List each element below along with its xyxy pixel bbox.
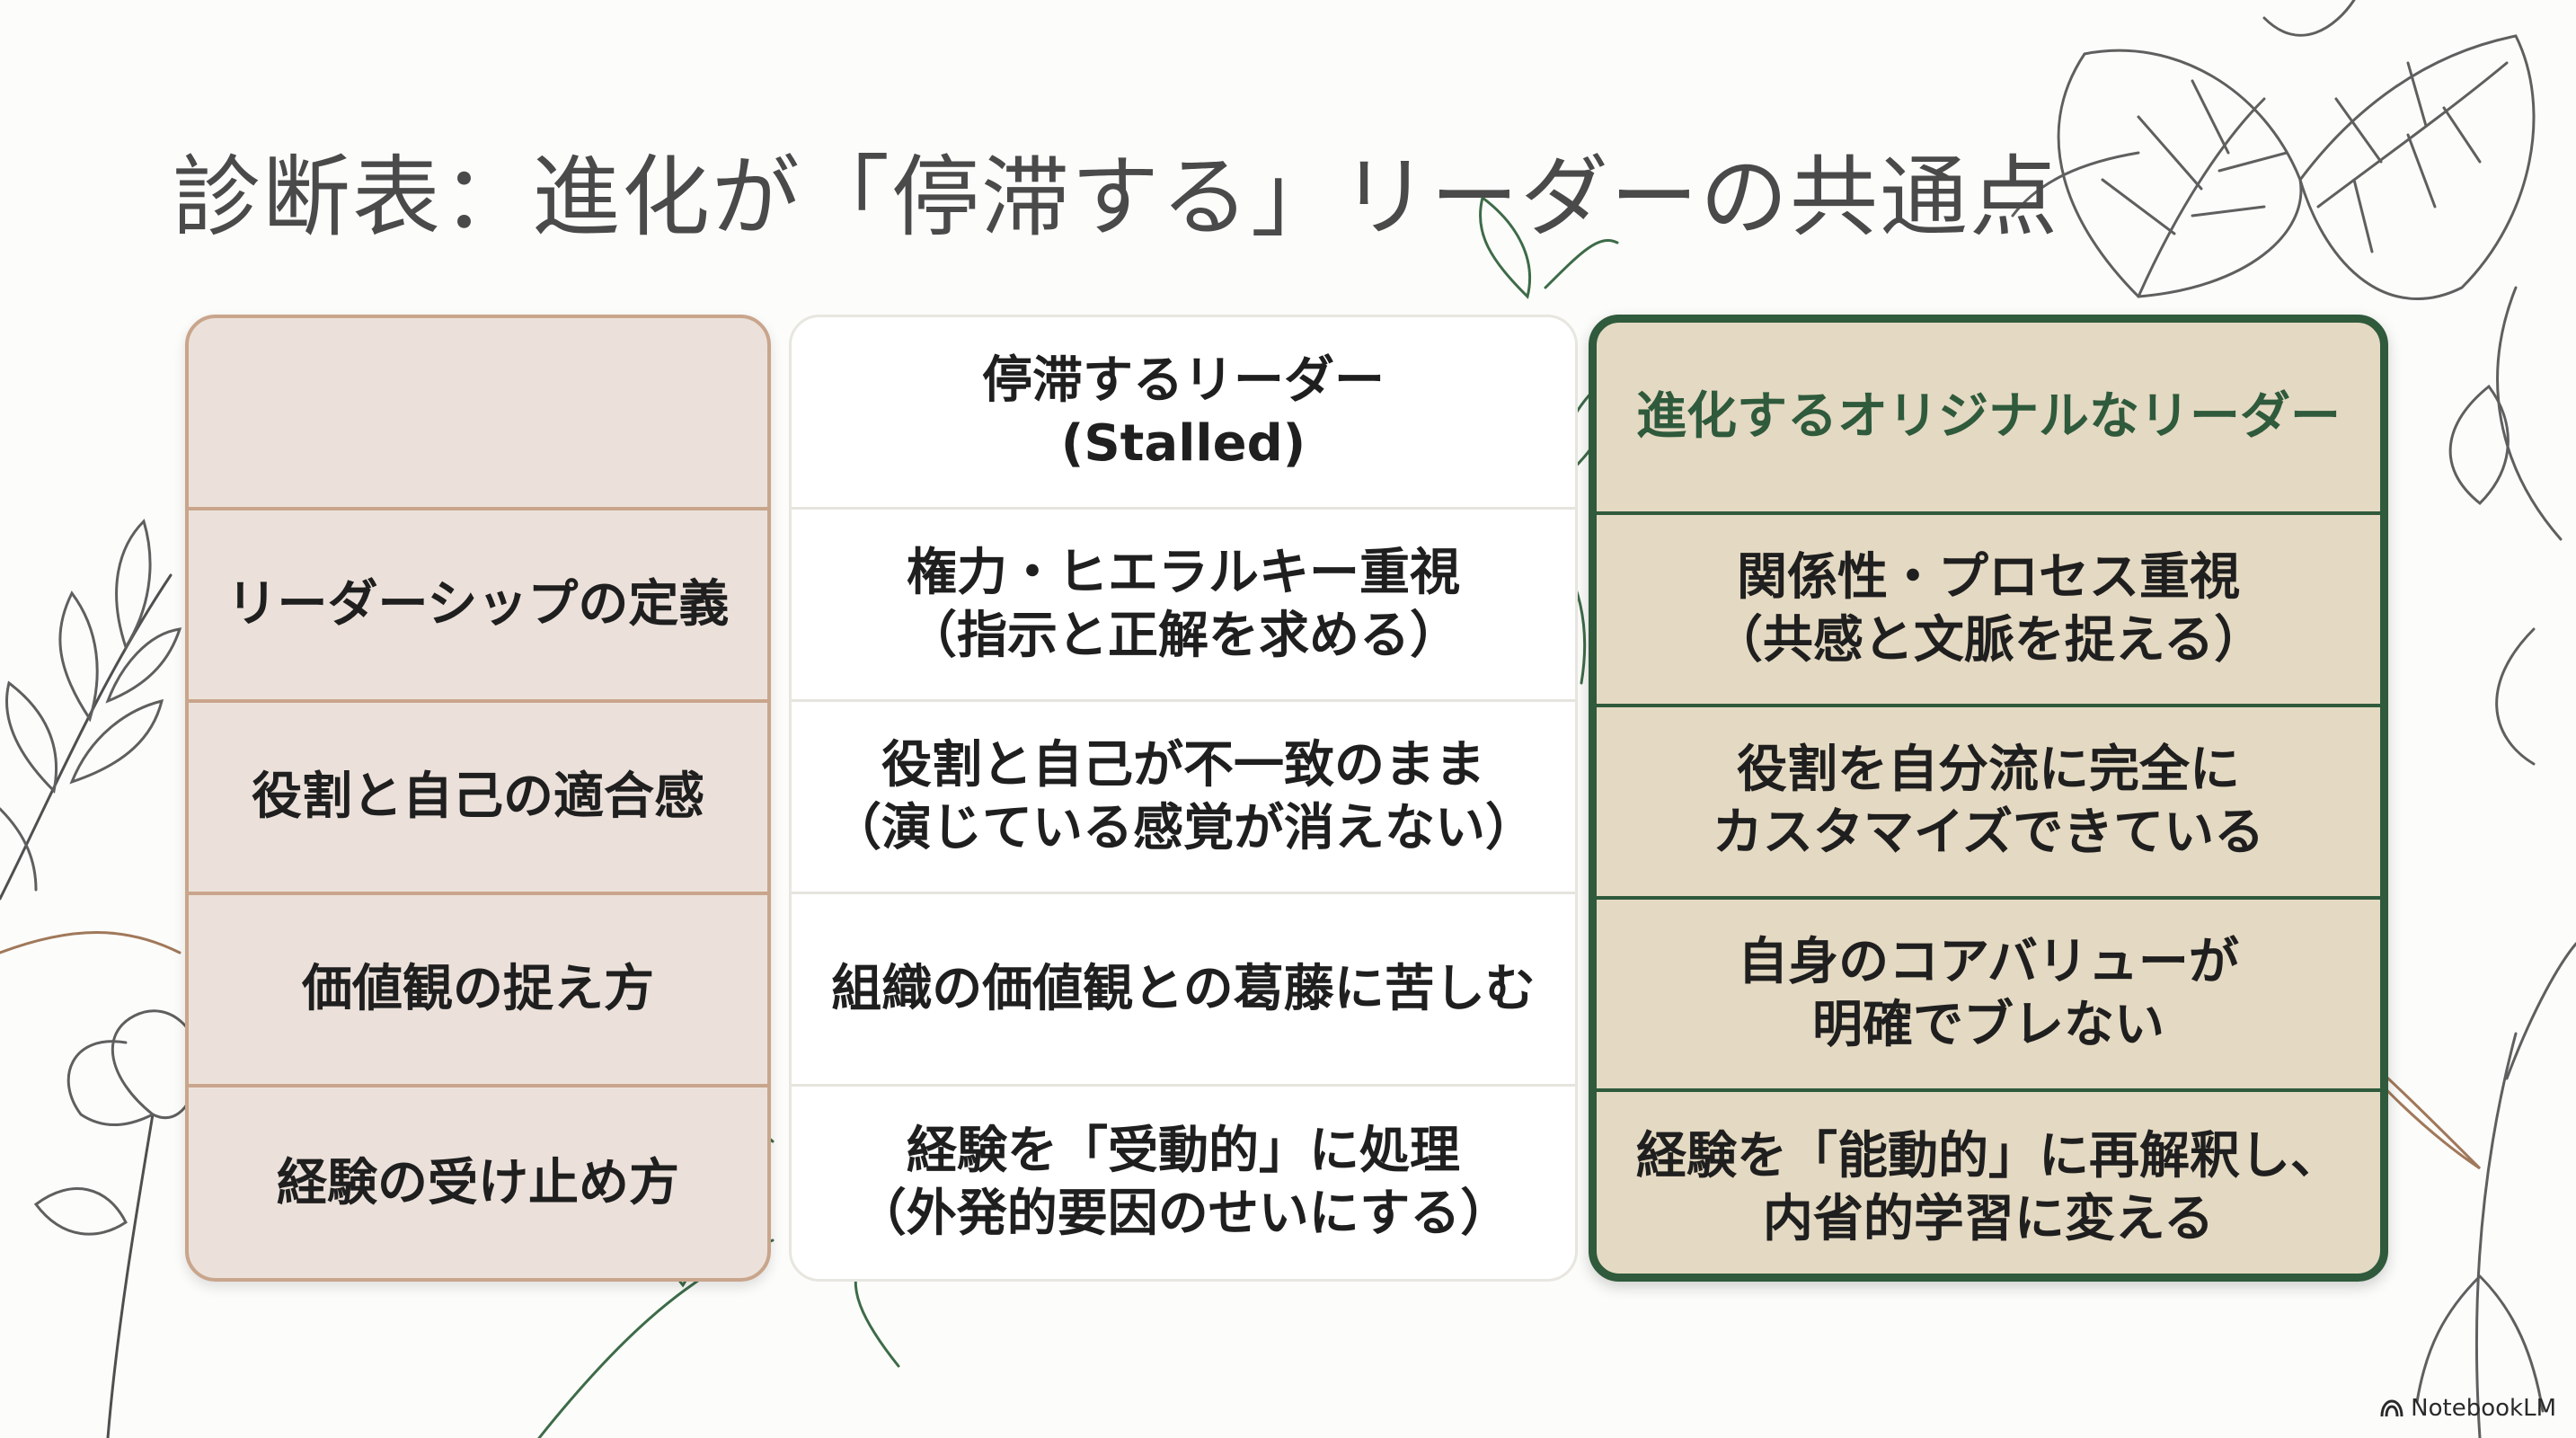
criterion-cell: 価値観の捉え方 [189,895,767,1087]
criteria-column: リーダーシップの定義 役割と自己の適合感 価値観の捉え方 経験の受け止め方 [185,315,771,1282]
stalled-cell: 役割と自己が不一致のまま （演じている感覚が消えない） [792,702,1575,894]
notebooklm-logo-icon [2380,1399,2403,1417]
brand-watermark: NotebookLM [2380,1395,2556,1422]
page-title: 診断表：進化が「停滞する」リーダーの共通点 [173,146,2060,249]
stalled-cell: 経験を「受動的」に処理 （外発的要因のせいにする） [855,1122,1511,1243]
stalled-cell: 権力・ヒエラルキー重視 （指示と正解を求める） [792,510,1575,702]
evolving-cell: 役割を自分流に完全に カスタマイズできている [1597,707,2380,900]
brand-label: NotebookLM [2411,1395,2556,1422]
evolving-cell: 経験を「能動的」に再解釈し、 内省的学習に変える [1636,1127,2341,1248]
criteria-header-cell [189,318,767,510]
evolving-header-cell: 進化するオリジナルなリーダー [1597,323,2380,515]
criterion-cell: 役割と自己の適合感 [189,703,767,895]
evolving-leader-column: 進化するオリジナルなリーダー 関係性・プロセス重視 （共感と文脈を捉える） 役割… [1589,315,2388,1282]
criterion-cell: リーダーシップの定義 [189,510,767,703]
evolving-cell: 自身のコアバリューが 明確でブレない [1597,900,2380,1092]
evolving-cell: 関係性・プロセス重視 （共感と文脈を捉える） [1597,515,2380,707]
stalled-header-cell: 停滞するリーダー (Stalled) [792,317,1575,510]
stalled-leader-column: 停滞するリーダー (Stalled) 権力・ヒエラルキー重視 （指示と正解を求め… [789,315,1578,1282]
criterion-cell: 経験の受け止め方 [277,1154,679,1212]
stalled-cell: 組織の価値観との葛藤に苦しむ [792,894,1575,1087]
